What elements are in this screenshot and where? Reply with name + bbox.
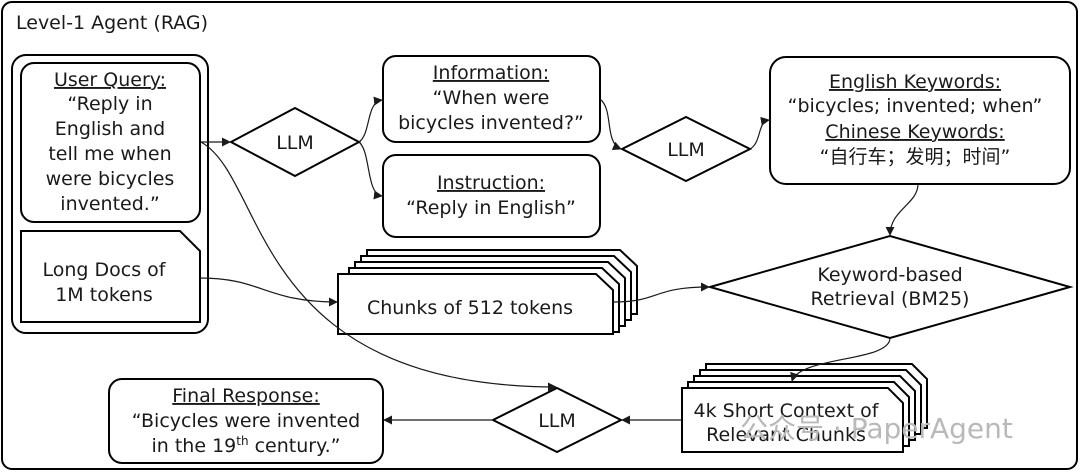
short-context-line: 4k Short Context of (694, 400, 880, 422)
edge-information-to-llm2 (599, 98, 622, 151)
short-context-line: Relevant Chunks (706, 424, 866, 446)
information-heading: Information: (433, 62, 549, 84)
user-query-line: English and (55, 118, 165, 140)
edge-query-to-llm3 (200, 141, 557, 392)
information-node: Information: “When were bicycles invente… (382, 55, 601, 143)
llm-label: LLM (667, 139, 705, 161)
user-query-heading: User Query: (54, 69, 166, 91)
long-docs-line: 1M tokens (55, 284, 153, 306)
keywords-node: English Keywords: “bicycles; invented; w… (769, 56, 1071, 185)
edge-llm1-to-instruction (358, 141, 383, 200)
edge-retrieval-to-context (790, 337, 891, 382)
edge-llm2-to-keywords (749, 116, 770, 150)
information-line: “When were (433, 87, 550, 109)
user-query-line: “Reply in (67, 93, 152, 115)
final-response-line: “Bicycles were invented (132, 410, 360, 432)
final-response-line: in the 19th century.” (151, 434, 340, 457)
information-line: bicycles invented?” (398, 112, 584, 134)
edge-llm1-to-information (358, 96, 383, 143)
user-query-line: invented.” (60, 193, 159, 215)
llm-label: LLM (538, 410, 576, 432)
chunks-label: Chunks of 512 tokens (367, 297, 573, 319)
chinese-keywords-heading: Chinese Keywords: (825, 121, 1004, 143)
edge-docs-to-chunks (199, 277, 338, 307)
english-keywords-heading: English Keywords: (829, 71, 1001, 93)
instruction-heading: Instruction: (437, 172, 545, 194)
final-response-node: Final Response: “Bicycles were invented … (108, 378, 384, 464)
llm-node-3: LLM (490, 386, 624, 454)
llm-label: LLM (276, 132, 314, 154)
edge-chunks-to-retrieval (612, 282, 710, 303)
final-response-heading: Final Response: (172, 385, 319, 407)
user-query-line: were bicycles (46, 168, 175, 190)
long-docs-line: Long Docs of (43, 259, 167, 281)
edge-keywords-to-retrieval (885, 183, 919, 236)
retrieval-line: Retrieval (BM25) (811, 288, 970, 310)
retrieval-line: Keyword-based (817, 264, 962, 286)
frame-title: Level-1 Agent (RAG) (16, 12, 208, 34)
watermark: 公众号 · PaperAgent (740, 412, 1013, 445)
retrieval-node: Keyword-based Retrieval (BM25) (706, 234, 1074, 340)
chunks-node: Chunks of 512 tokens (337, 249, 638, 335)
llm-node-2: LLM (619, 115, 753, 183)
instruction-node: Instruction: “Reply in English” (382, 154, 601, 238)
english-keywords-value: “bicycles; invented; when” (788, 95, 1043, 117)
instruction-line: “Reply in English” (406, 197, 576, 219)
user-query-node: User Query: “Reply in English and tell m… (20, 62, 201, 223)
short-context-node: 4k Short Context of Relevant Chunks (681, 363, 928, 453)
long-docs-node: Long Docs of 1M tokens (20, 230, 201, 323)
user-query-line: tell me when (48, 143, 171, 165)
chinese-keywords-value: “自行车；发明；时间” (820, 146, 1011, 168)
